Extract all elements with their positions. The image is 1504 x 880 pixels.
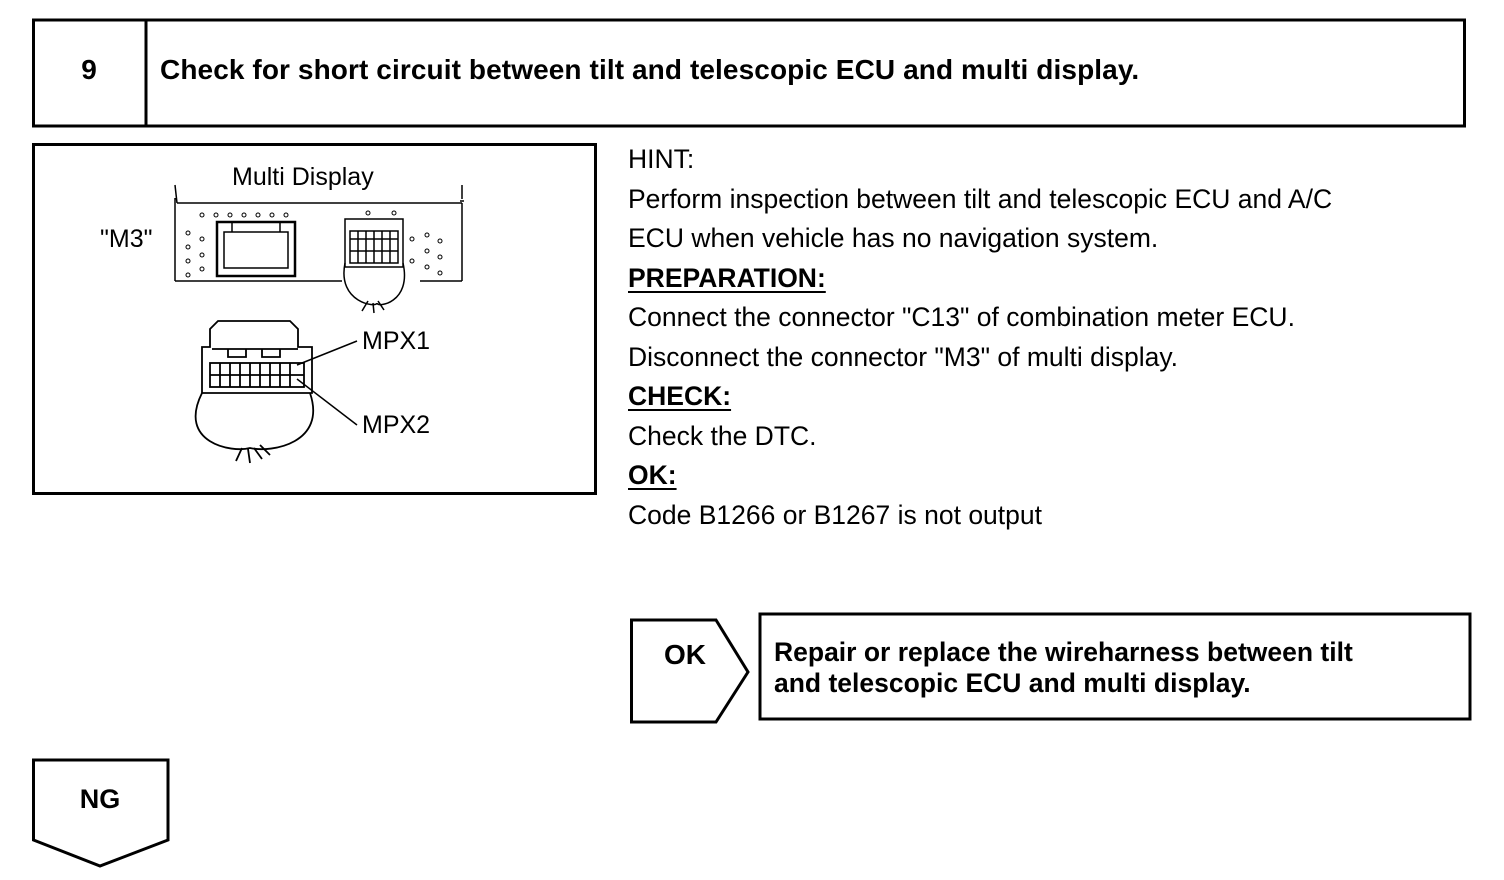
multi-display-label: Multi Display xyxy=(232,163,374,191)
ok-arrow xyxy=(630,618,750,724)
step-header-frame xyxy=(32,18,1466,128)
plugged-connector xyxy=(343,218,406,314)
ok-result-text: Repair or replace the wireharness betwee… xyxy=(774,637,1464,699)
ng-label: NG xyxy=(79,784,121,814)
preparation-heading: PREPARATION: xyxy=(628,262,826,293)
instructions: HINT: Perform inspection between tilt an… xyxy=(628,140,1478,535)
ok-criteria-line: Code B1266 or B1267 is not output xyxy=(628,499,1042,530)
step-header: 9 Check for short circuit between tilt a… xyxy=(32,16,1466,128)
multi-display-unit xyxy=(174,184,464,282)
hint-line: Perform inspection between tilt and tele… xyxy=(628,183,1333,214)
ok-result-box xyxy=(758,612,1472,721)
mpx2-label: MPX2 xyxy=(362,411,431,439)
mpx1-label: MPX1 xyxy=(362,327,431,355)
m3-socket xyxy=(215,220,297,278)
ok-label: OK xyxy=(664,639,706,670)
step-title: Check for short circuit between tilt and… xyxy=(160,54,1140,85)
ok-flow: OK Repair or replace the wireharness bet… xyxy=(630,612,1472,726)
check-line: Check the DTC. xyxy=(628,420,817,451)
check-heading: CHECK: xyxy=(628,381,732,411)
unit-holes xyxy=(185,210,443,278)
connector-diagram xyxy=(32,143,597,495)
step-number: 9 xyxy=(81,54,97,85)
ng-flow: NG xyxy=(32,758,172,870)
connector-illustration: Multi Display "M3" MPX1 MPX2 xyxy=(32,143,597,495)
ok-flow-shapes xyxy=(630,612,1472,724)
ok-result-line: and telescopic ECU and multi display. xyxy=(774,668,1251,698)
hint-heading: HINT: xyxy=(628,144,695,174)
ok-result-line: Repair or replace the wireharness betwee… xyxy=(774,637,1353,667)
preparation-line: Disconnect the connector "M3" of multi d… xyxy=(628,341,1179,372)
connector-m3-label: "M3" xyxy=(100,225,153,253)
preparation-line: Connect the connector "C13" of combinati… xyxy=(628,302,1295,332)
ng-arrow xyxy=(32,758,170,868)
ok-criteria-heading: OK: xyxy=(628,460,677,490)
m3-connector-plug xyxy=(194,320,314,464)
pin-leader-lines xyxy=(296,340,358,426)
hint-line: ECU when vehicle has no navigation syste… xyxy=(628,223,1159,253)
